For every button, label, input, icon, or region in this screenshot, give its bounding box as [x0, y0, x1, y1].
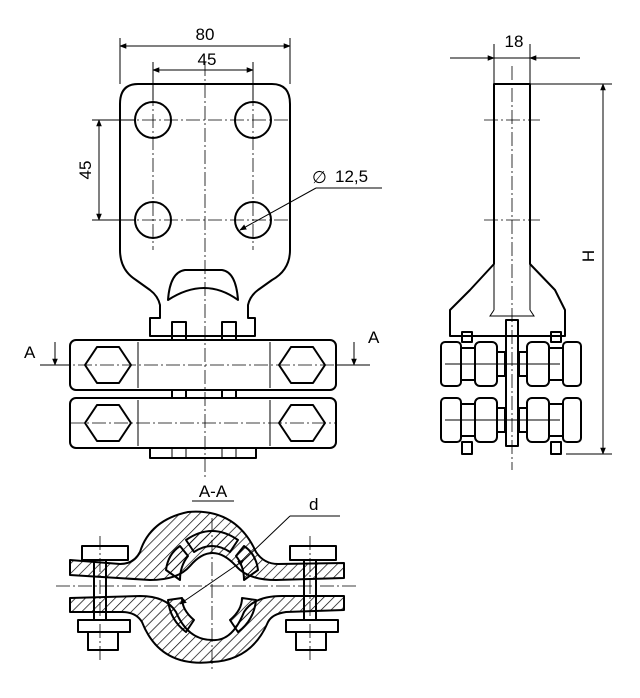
front-dimensions: 80 45 45 ∅ 12,5	[76, 25, 382, 231]
dim-45-vertical-label: 45	[76, 161, 95, 180]
leader-hole-diameter	[239, 187, 317, 231]
section-bolt-left	[77, 536, 131, 660]
section-clamp-lower	[69, 595, 345, 664]
front-view	[56, 62, 354, 478]
side-view	[440, 66, 582, 470]
dim-line-conductor-diameter	[179, 559, 245, 605]
diameter-symbol: ∅	[312, 168, 327, 187]
section-bolt-right	[285, 536, 339, 660]
terminal-plate	[119, 83, 291, 337]
dim-45-horizontal-label: 45	[198, 50, 217, 69]
side-bolt-group-lower	[440, 397, 582, 455]
cut-mark-right-label: A	[368, 328, 380, 347]
dim-80-label: 80	[196, 25, 215, 44]
side-dimensions: 18 H	[450, 32, 612, 455]
cut-mark-left-label: A	[24, 343, 36, 362]
side-terminal-blade	[449, 83, 566, 337]
section-cut-marks: A A	[24, 328, 380, 366]
section-title: А-А	[199, 482, 228, 501]
conductor-diameter-label: d	[309, 495, 318, 514]
hole-diameter-label: 12,5	[335, 167, 368, 186]
dim-height-label: H	[579, 250, 598, 262]
saddle-cutout	[167, 269, 239, 301]
section-a-a-view: d	[56, 495, 358, 672]
side-bolt-group-upper	[440, 331, 582, 387]
dim-18-label: 18	[505, 32, 524, 51]
